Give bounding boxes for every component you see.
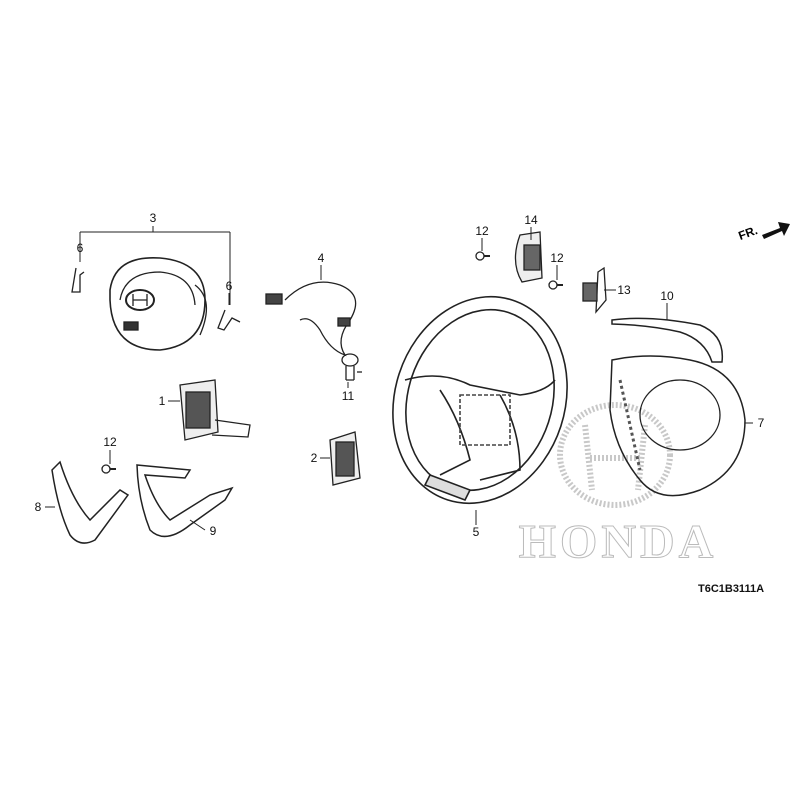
callout-13: 13	[617, 283, 631, 297]
callout-2: 2	[310, 451, 318, 465]
part-10-garnish	[611, 303, 724, 363]
part-14-paddle-shifter	[514, 227, 543, 283]
callout-7: 7	[757, 416, 765, 430]
part-1-switch	[168, 379, 251, 441]
diagram-code: T6C1B3111A	[697, 583, 765, 595]
part-12-bolt-a	[475, 238, 490, 261]
part-12-bolt-c	[101, 450, 116, 474]
callout-4: 4	[317, 251, 325, 265]
part-4-harness	[265, 265, 357, 357]
callout-3: 3	[149, 211, 157, 225]
callout-12: 12	[550, 251, 564, 265]
part-11-bolt	[341, 353, 362, 388]
part-8-garnish	[45, 460, 130, 544]
part-6-clip-left	[71, 267, 85, 293]
callout-9: 9	[209, 524, 217, 538]
callout-11: 11	[341, 389, 355, 403]
leader-3	[79, 226, 231, 305]
part-9-garnish	[136, 464, 234, 538]
part-2-switch	[320, 431, 361, 486]
honda-watermark: HONDA	[518, 515, 718, 569]
part-12-bolt-b	[548, 265, 563, 290]
callout-12: 12	[475, 224, 489, 238]
part-5-steering-wheel	[392, 295, 568, 525]
callout-12: 12	[103, 435, 117, 449]
part-7-rear-cover	[609, 355, 753, 497]
part-6-clip-right	[217, 309, 241, 331]
callout-6: 6	[225, 279, 233, 293]
callout-10: 10	[660, 289, 674, 303]
part-3-airbag	[109, 257, 207, 351]
part-13-paddle-shifter	[582, 266, 616, 314]
callout-14: 14	[524, 213, 538, 227]
front-direction-arrow	[762, 222, 790, 239]
callout-6: 6	[76, 241, 84, 255]
callout-8: 8	[34, 500, 42, 514]
callout-1: 1	[158, 394, 166, 408]
callout-5: 5	[472, 525, 480, 539]
honda-logo-watermark	[557, 402, 673, 508]
